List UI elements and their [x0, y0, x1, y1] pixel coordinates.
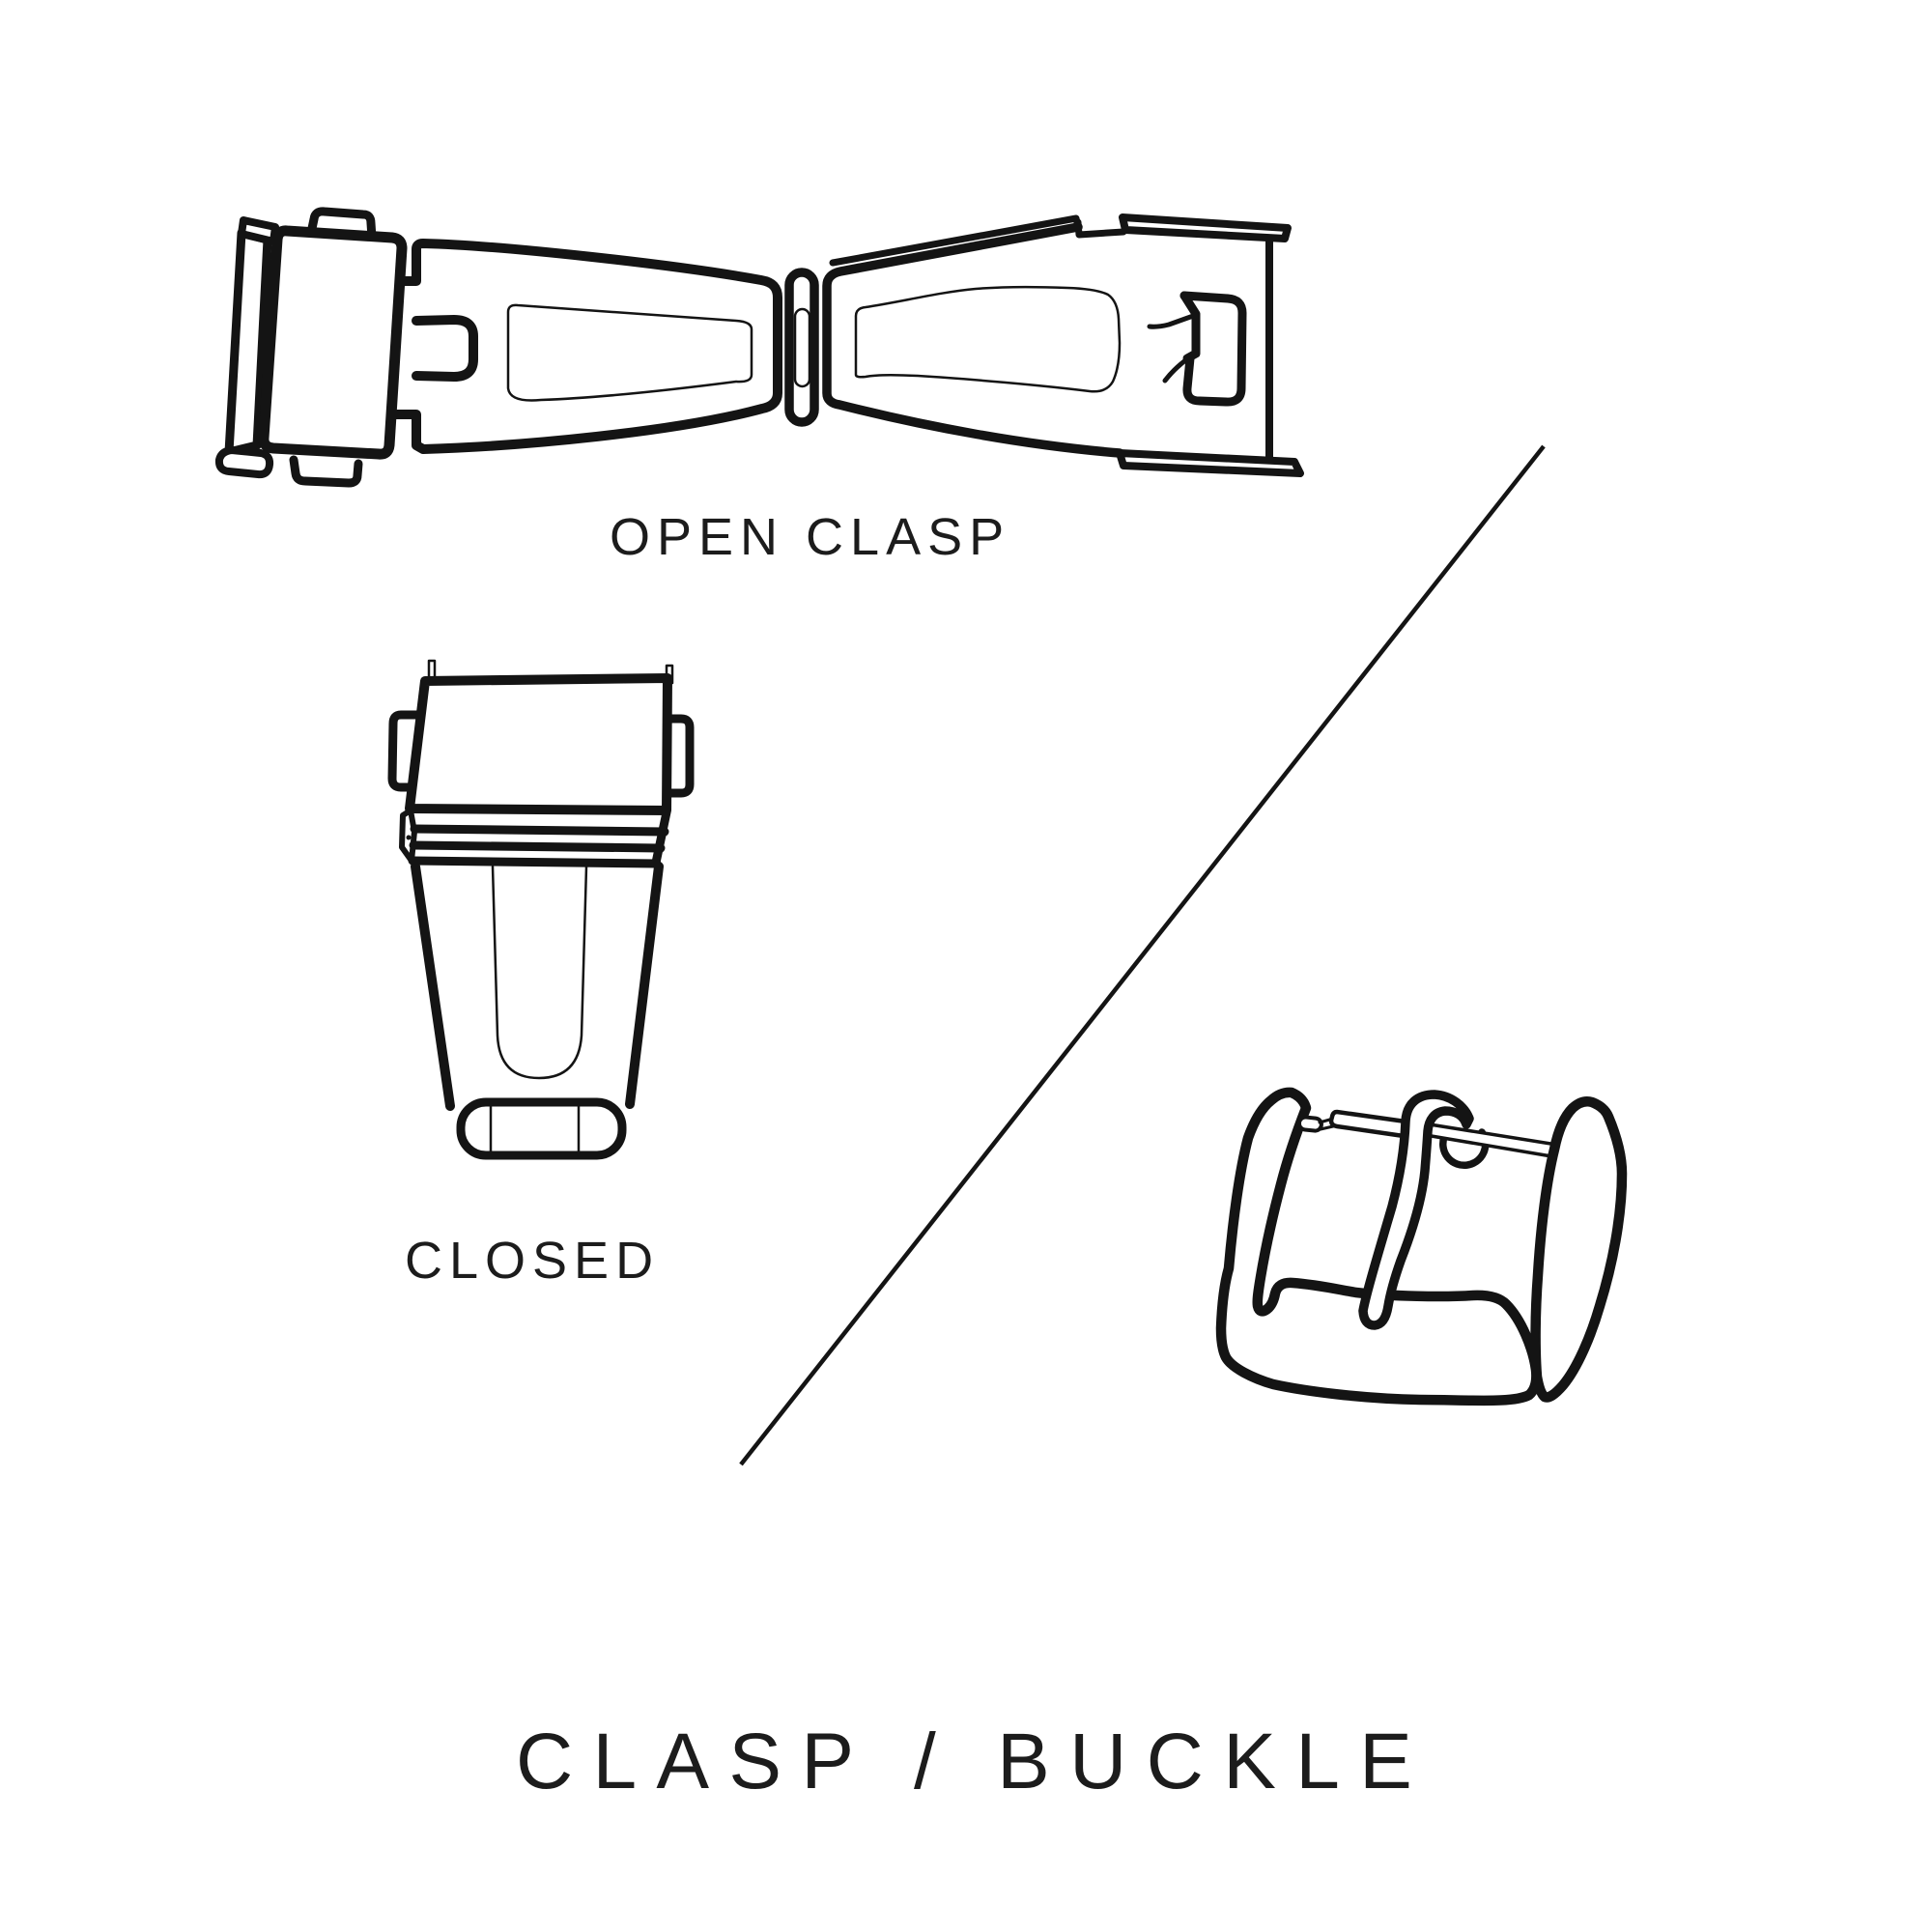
svg-text:CLOSED: CLOSED [405, 1232, 660, 1290]
svg-text:CLASP / BUCKLE: CLASP / BUCKLE [516, 1718, 1432, 1805]
svg-text:OPEN CLASP: OPEN CLASP [610, 508, 1010, 566]
